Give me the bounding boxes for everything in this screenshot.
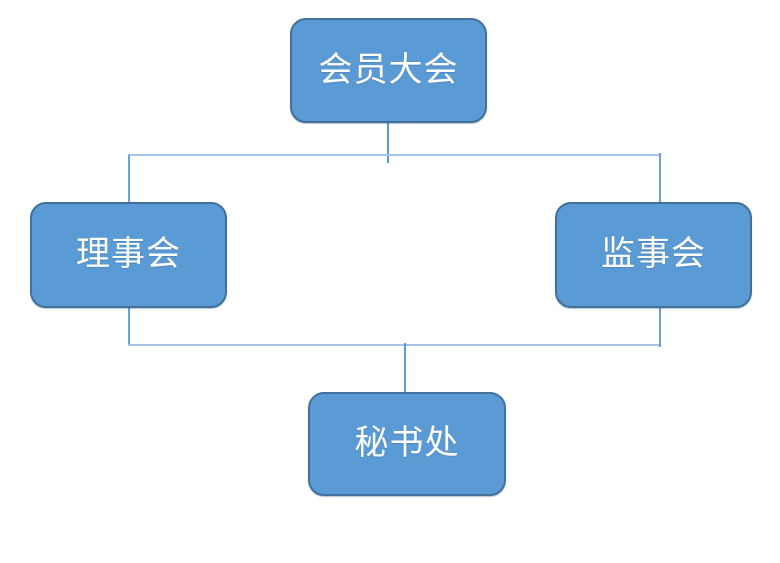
connector-top-stub [387,121,389,163]
node-board-of-directors-label: 理事会 [76,236,181,273]
connector-top-right-vertical [659,153,661,203]
node-member-assembly[interactable]: 会员大会 [290,18,487,123]
connector-bottom-left-vertical [128,307,130,346]
connector-top-left-vertical [128,155,130,203]
node-secretariat[interactable]: 秘书处 [308,392,506,496]
connector-bottom-horizontal [128,344,661,346]
connector-bottom-mid-stub [404,343,406,393]
node-board-of-supervisors-label: 监事会 [601,236,706,273]
connector-top-horizontal [128,154,661,156]
connector-bottom-right-vertical [659,306,661,347]
node-board-of-directors[interactable]: 理事会 [30,202,227,308]
node-secretariat-label: 秘书处 [354,425,460,462]
node-member-assembly-label: 会员大会 [318,51,459,89]
node-board-of-supervisors[interactable]: 监事会 [555,202,752,308]
